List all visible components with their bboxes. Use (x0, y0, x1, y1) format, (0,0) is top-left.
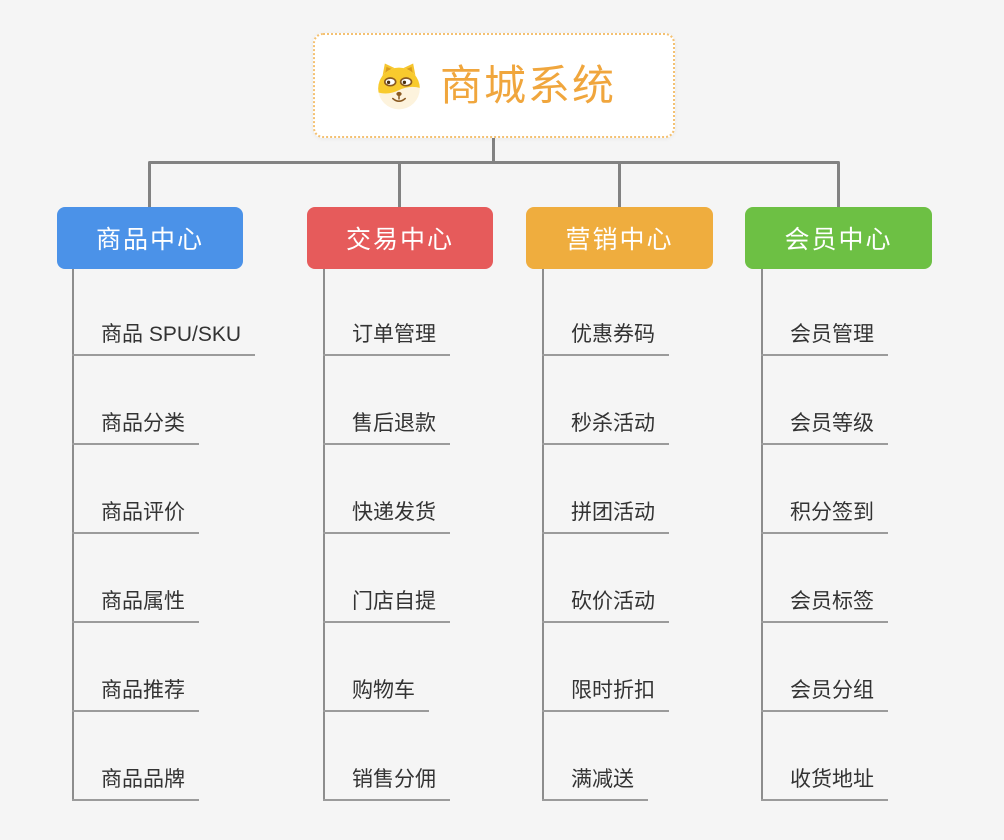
branch-header-member-center[interactable]: 会员中心 (745, 207, 932, 269)
leaf-node[interactable]: 积分签到 (761, 500, 888, 534)
leaf-node[interactable]: 门店自提 (323, 589, 450, 623)
branch-header-marketing-center[interactable]: 营销中心 (526, 207, 713, 269)
leaf-node[interactable]: 购物车 (323, 678, 429, 712)
leaf-node[interactable]: 限时折扣 (542, 678, 669, 712)
leaf-node[interactable]: 会员分组 (761, 678, 888, 712)
branch-children-member-center: 会员管理 会员等级 积分签到 会员标签 会员分组 收货地址 (761, 269, 1004, 801)
leaf-node[interactable]: 商品推荐 (72, 678, 199, 712)
leaf-node[interactable]: 满减送 (542, 767, 648, 801)
leaf-node[interactable]: 会员管理 (761, 322, 888, 356)
connector-drop-trade (398, 163, 401, 208)
doge-face-icon (372, 61, 426, 111)
branch-children-marketing-center: 优惠券码 秒杀活动 拼团活动 砍价活动 限时折扣 满减送 (542, 269, 792, 801)
connector-horizontal-bar (148, 161, 840, 164)
leaf-node[interactable]: 砍价活动 (542, 589, 669, 623)
leaf-node[interactable]: 售后退款 (323, 411, 450, 445)
branch-header-trade-center[interactable]: 交易中心 (307, 207, 493, 269)
leaf-node[interactable]: 秒杀活动 (542, 411, 669, 445)
leaf-node[interactable]: 会员标签 (761, 589, 888, 623)
leaf-node[interactable]: 商品 SPU/SKU (72, 322, 256, 356)
leaf-node[interactable]: 会员等级 (761, 411, 888, 445)
leaf-node[interactable]: 商品属性 (72, 589, 199, 623)
connector-drop-marketing (618, 163, 621, 208)
leaf-node[interactable]: 优惠券码 (542, 322, 669, 356)
connector-drop-product (148, 163, 151, 208)
branch-children-trade-center: 订单管理 售后退款 快递发货 门店自提 购物车 销售分佣 (323, 269, 573, 801)
leaf-node[interactable]: 商品评价 (72, 500, 199, 534)
branch-children-product-center: 商品 SPU/SKU 商品分类 商品评价 商品属性 商品推荐 商品品牌 (72, 269, 322, 801)
root-label: 商城系统 (439, 61, 616, 109)
leaf-node[interactable]: 销售分佣 (323, 767, 450, 801)
leaf-node[interactable]: 订单管理 (323, 322, 450, 356)
root-node-mall-system[interactable]: 商城系统 (313, 33, 675, 138)
branch-header-product-center[interactable]: 商品中心 (57, 207, 243, 269)
leaf-node[interactable]: 收货地址 (761, 767, 888, 801)
leaf-node[interactable]: 商品分类 (72, 411, 199, 445)
leaf-node[interactable]: 快递发货 (323, 500, 450, 534)
leaf-node[interactable]: 商品品牌 (72, 767, 199, 801)
connector-root-stub (492, 137, 495, 163)
connector-drop-member (837, 163, 840, 208)
leaf-node[interactable]: 拼团活动 (542, 500, 669, 534)
